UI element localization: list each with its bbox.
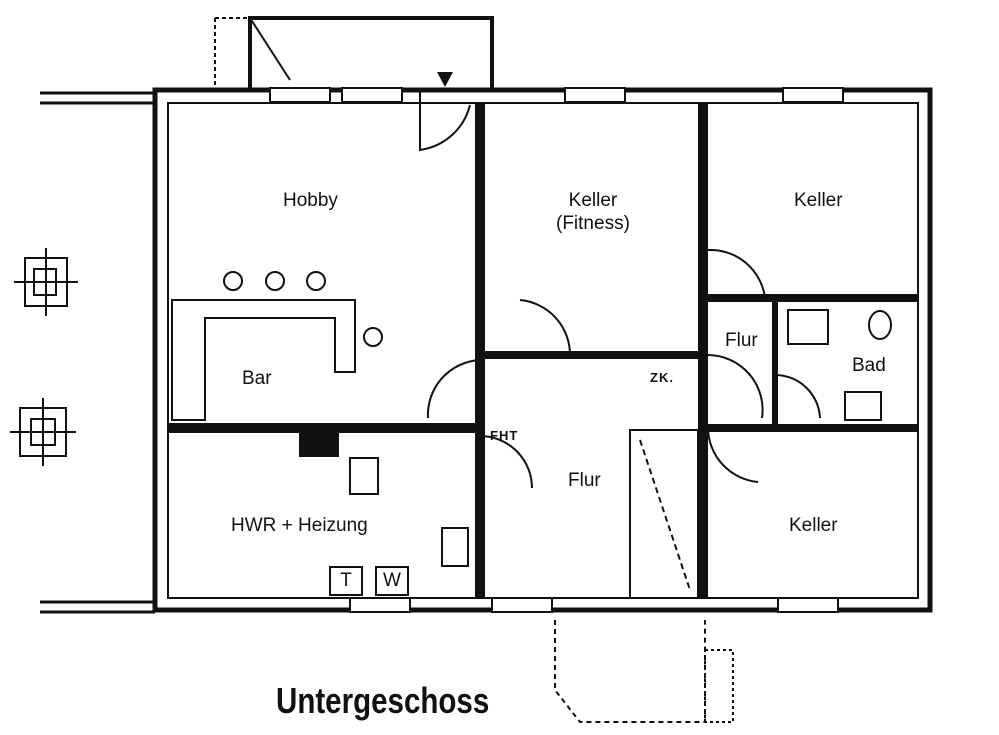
room-label-keller-fitness: Keller (Fitness)	[556, 190, 630, 236]
room-label-keller-1: Keller	[794, 190, 843, 211]
room-label-keller-fitness-line2: (Fitness)	[556, 212, 630, 234]
tank-w-symbol: W	[375, 566, 409, 596]
room-label-keller-2: Keller	[789, 515, 838, 536]
fht-label: FHT	[490, 428, 519, 443]
room-label-bar: Bar	[242, 368, 272, 389]
room-label-flur-2: Flur	[568, 470, 601, 491]
room-label-hwr-heizung: HWR + Heizung	[231, 515, 368, 536]
room-label-bad: Bad	[852, 355, 886, 376]
zk-label: ZK.	[650, 370, 674, 385]
plan-title: Untergeschoss	[276, 680, 490, 721]
tank-t-symbol: T	[329, 566, 363, 596]
room-label-flur-1: Flur	[725, 330, 758, 351]
room-label-hobby: Hobby	[283, 190, 338, 211]
room-label-keller-fitness-line1: Keller	[568, 190, 618, 211]
